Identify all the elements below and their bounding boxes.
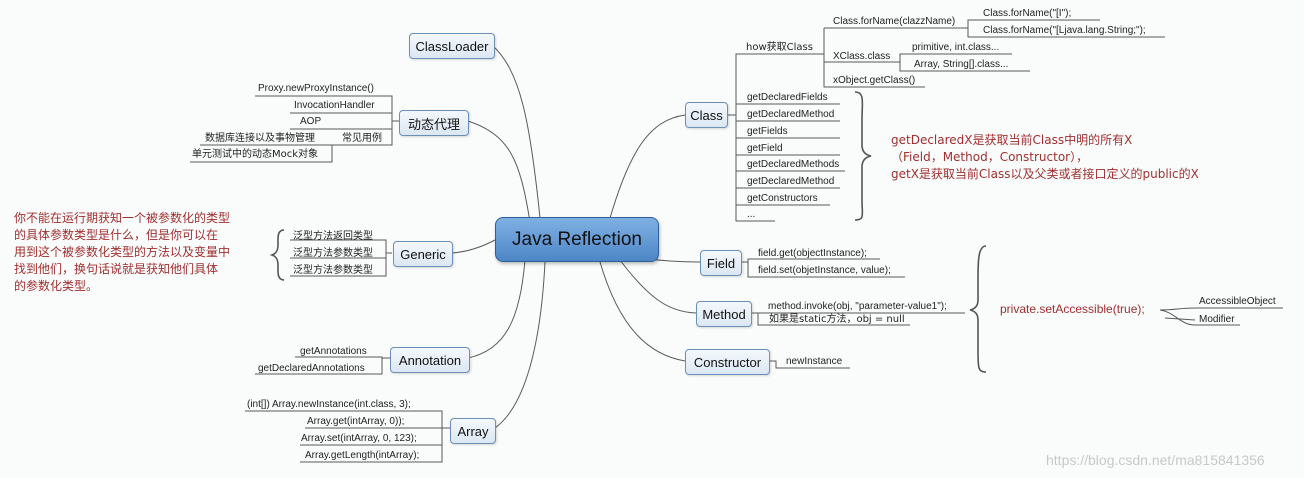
leaf-class-method-6: getConstructors	[747, 193, 818, 204]
leaf-class-method-2: getFields	[747, 126, 788, 137]
leaf-class-method-5: getDeclaredMethod	[747, 176, 835, 187]
leaf-generic-param2: 泛型方法参数类型	[293, 265, 373, 276]
leaf-invocation-handler: InvocationHandler	[294, 100, 375, 111]
edge-class	[609, 114, 686, 219]
leaf-getclass: xObject.getClass()	[833, 75, 916, 86]
leaf-field-get: field.get(objectInstance);	[758, 248, 867, 259]
leaf-class-method-7: ...	[747, 209, 756, 220]
leaf-array-get: Array.get(intArray, 0));	[307, 416, 405, 427]
leaf-xclass-array: Array, String[].class...	[914, 59, 1009, 70]
leaf-class-method-1: getDeclaredMethod	[747, 109, 835, 120]
leaf-how-class: how获取Class	[746, 42, 813, 53]
leaf-class-forname: Class.forName(clazzName)	[833, 16, 956, 27]
accessible-label: private.setAccessible(true);	[1000, 302, 1145, 316]
edge-method	[619, 259, 697, 314]
node-proxy[interactable]: 动态代理	[399, 110, 469, 136]
leaf-modifier: Modifier	[1199, 314, 1235, 325]
leaf-xclass: XClass.class	[833, 51, 891, 62]
node-array[interactable]: Array	[450, 418, 496, 444]
edge-constructor	[599, 261, 686, 362]
leaf-field-set: field.set(objetInstance, value);	[758, 265, 891, 276]
leaf-accessible-object: AccessibleObject	[1199, 296, 1276, 307]
edge-generic	[451, 239, 496, 254]
leaf-forname-int: Class.forName("[I");	[983, 8, 1072, 19]
leaf-forname-string: Class.forName("[Ljava.lang.String;");	[983, 25, 1146, 36]
leaf-generic-return: 泛型方法返回类型	[293, 231, 373, 242]
node-class[interactable]: Class	[685, 102, 728, 128]
edge-classloader	[491, 44, 541, 219]
watermark: https://blog.csdn.net/ma815841356	[1046, 452, 1265, 468]
edge-annotation	[467, 259, 526, 359]
brace-generic	[269, 229, 285, 281]
leaf-new-instance: newInstance	[786, 356, 843, 367]
node-classloader[interactable]: ClassLoader	[409, 33, 495, 59]
leaf-proxy-new: Proxy.newProxyInstance()	[258, 83, 374, 94]
node-generic[interactable]: Generic	[393, 241, 453, 267]
leaf-class-method-0: getDeclaredFields	[747, 92, 828, 103]
leaf-generic-param1: 泛型方法参数类型	[293, 248, 373, 259]
leaf-use-label: 常见用例	[342, 133, 382, 144]
leaf-class-method-3: getField	[747, 143, 783, 154]
brace-class-methods	[854, 91, 872, 221]
leaf-get-declared-annotations: getDeclaredAnnotations	[258, 363, 365, 374]
node-constructor[interactable]: Constructor	[685, 349, 770, 375]
leaf-aop: AOP	[300, 116, 322, 127]
class-note: getDeclaredX是获取当前Class中明的所有X （Field，Meth…	[891, 133, 1199, 181]
leaf-class-method-4: getDeclaredMethods	[747, 159, 840, 170]
edge-proxy	[467, 120, 531, 223]
generic-note: 你不能在运行期获知一个被参数化的类型 的具体参数类型是什么，但是你可以在 用到这…	[14, 211, 231, 293]
brace-accessible	[969, 245, 987, 373]
leaf-method-invoke: method.invoke(obj, "parameter-value1");	[768, 301, 947, 312]
node-method[interactable]: Method	[696, 301, 752, 327]
leaf-use-db: 数据库连接以及事物管理	[205, 133, 315, 144]
node-field[interactable]: Field	[700, 250, 742, 276]
edge-array	[494, 261, 546, 429]
leaf-get-annotations: getAnnotations	[300, 346, 367, 357]
leaf-method-static: 如果是static方法，obj = null	[769, 314, 905, 325]
leaf-array-new: (int[]) Array.newInstance(int.class, 3);	[247, 399, 411, 410]
leaf-array-set: Array.set(intArray, 0, 123);	[301, 433, 417, 444]
node-annotation[interactable]: Annotation	[390, 347, 470, 373]
root-node[interactable]: Java Reflection	[495, 217, 659, 262]
leaf-use-mock: 单元测试中的动态Mock对象	[192, 149, 319, 160]
leaf-xclass-primitive: primitive, int.class...	[912, 42, 1000, 53]
leaf-array-length: Array.getLength(intArray);	[305, 450, 420, 461]
